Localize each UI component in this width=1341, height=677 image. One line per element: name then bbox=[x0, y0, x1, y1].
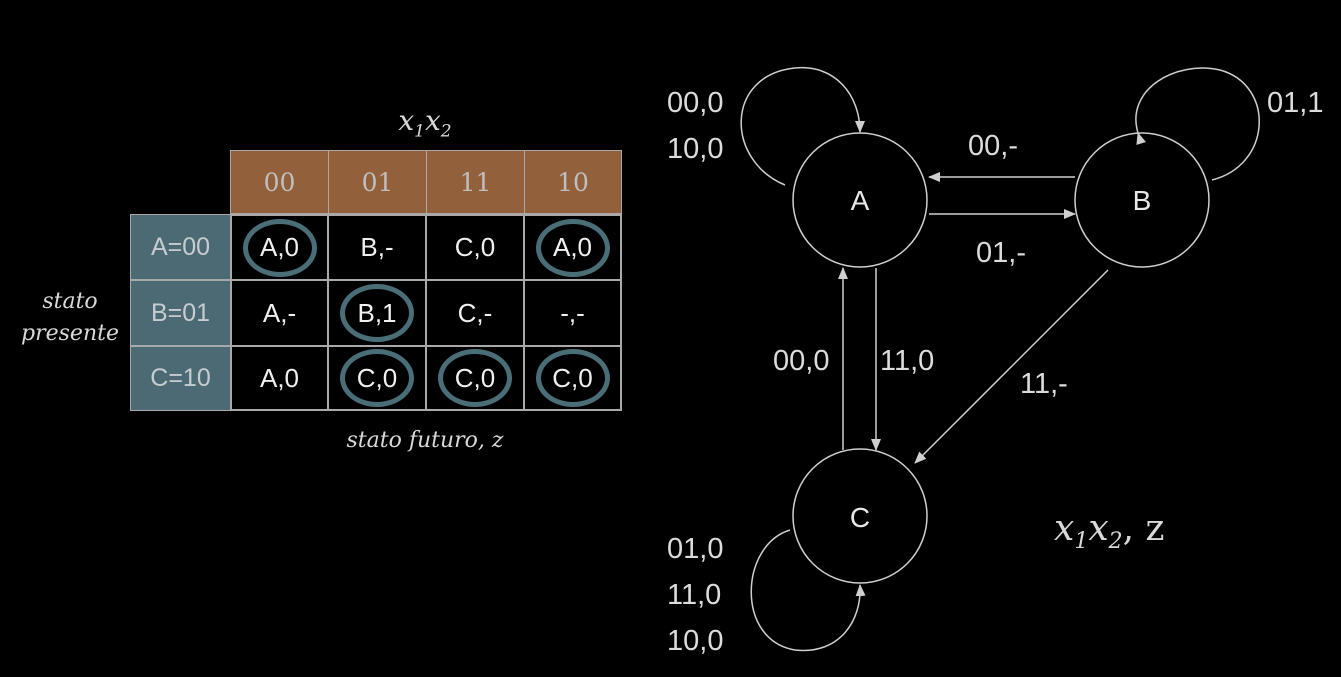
cell-value: C,- bbox=[457, 297, 493, 328]
label-a-self-line1: 00,0 bbox=[667, 87, 723, 119]
label-c-to-a: 00,0 bbox=[773, 345, 829, 377]
transition-c-self-loop bbox=[750, 529, 866, 652]
transition-b-to-c bbox=[914, 269, 1109, 464]
row-axis-label-line1: stato bbox=[42, 289, 98, 314]
cell-value: B,- bbox=[360, 232, 394, 262]
col-axis-label: stato futuro, z bbox=[346, 428, 504, 453]
table-cell: C,0 bbox=[425, 345, 525, 411]
cell-value: A,0 bbox=[552, 232, 593, 262]
stable-state-circle bbox=[535, 218, 610, 277]
stable-state-circle bbox=[242, 218, 317, 277]
row-axis-label-line2: presente bbox=[21, 321, 119, 346]
state-a-label: A bbox=[851, 185, 870, 216]
diagram-legend: x1x2, z bbox=[1054, 508, 1214, 558]
stable-state-circle bbox=[340, 284, 414, 342]
cell-value: A,- bbox=[262, 297, 297, 328]
label-c-self-line3: 10,0 bbox=[667, 625, 723, 657]
column-header-00: 00 bbox=[230, 150, 329, 214]
cell-value: C,0 bbox=[454, 362, 496, 393]
label-a-to-c: 11,0 bbox=[880, 345, 934, 377]
row-header-c: C=10 bbox=[130, 346, 231, 411]
cell-value: C,0 bbox=[552, 362, 593, 393]
input-variables-label: x1x2 bbox=[380, 104, 470, 144]
cell-value: C,0 bbox=[356, 362, 398, 393]
row-header-a: A=00 bbox=[130, 214, 231, 280]
state-b-label: B bbox=[1133, 185, 1152, 216]
transition-b-self-loop bbox=[1135, 67, 1260, 181]
state-a-node bbox=[792, 132, 928, 268]
label-c-self-line2: 11,0 bbox=[667, 579, 721, 611]
stable-state-circle bbox=[535, 349, 610, 407]
cell-value: -,- bbox=[560, 297, 585, 328]
column-header-10: 10 bbox=[524, 150, 622, 214]
state-c-node bbox=[792, 448, 928, 584]
input-var-x1: x1 bbox=[398, 104, 425, 142]
label-b-to-a: 00,- bbox=[968, 130, 1018, 162]
column-header-11: 11 bbox=[426, 150, 525, 214]
input-var-x2: x2 bbox=[425, 104, 452, 142]
cell-value: A,0 bbox=[259, 362, 300, 393]
label-a-self-line2: 10,0 bbox=[667, 133, 723, 165]
legend-var-x1: x1 bbox=[1054, 508, 1089, 555]
label-b-to-c: 11,- bbox=[1020, 368, 1068, 400]
legend-var-x2: x2 bbox=[1088, 508, 1123, 555]
legend-output: , z bbox=[1122, 508, 1165, 549]
table-cell: A,0 bbox=[523, 214, 622, 281]
row-axis-label: stato presente bbox=[14, 286, 126, 350]
table-cell: A,- bbox=[230, 279, 329, 347]
row-header-b: B=01 bbox=[130, 280, 231, 346]
transition-a-self-loop bbox=[740, 67, 865, 186]
table-cell: B,1 bbox=[327, 279, 427, 347]
label-c-self-line1: 01,0 bbox=[667, 533, 723, 565]
label-b-self: 01,1 bbox=[1267, 87, 1323, 119]
state-c-label: C bbox=[850, 502, 870, 533]
label-a-to-b: 01,- bbox=[976, 237, 1026, 269]
table-cell: A,0 bbox=[230, 345, 329, 411]
table-cell: C,0 bbox=[523, 345, 622, 411]
stable-state-circle bbox=[340, 349, 414, 407]
cell-value: C,0 bbox=[454, 232, 496, 262]
stable-state-circle bbox=[438, 349, 512, 407]
table-cell: C,- bbox=[425, 279, 525, 347]
cell-value: B,1 bbox=[357, 297, 397, 328]
cell-value: A,0 bbox=[259, 232, 300, 262]
column-header-01: 01 bbox=[328, 150, 427, 214]
